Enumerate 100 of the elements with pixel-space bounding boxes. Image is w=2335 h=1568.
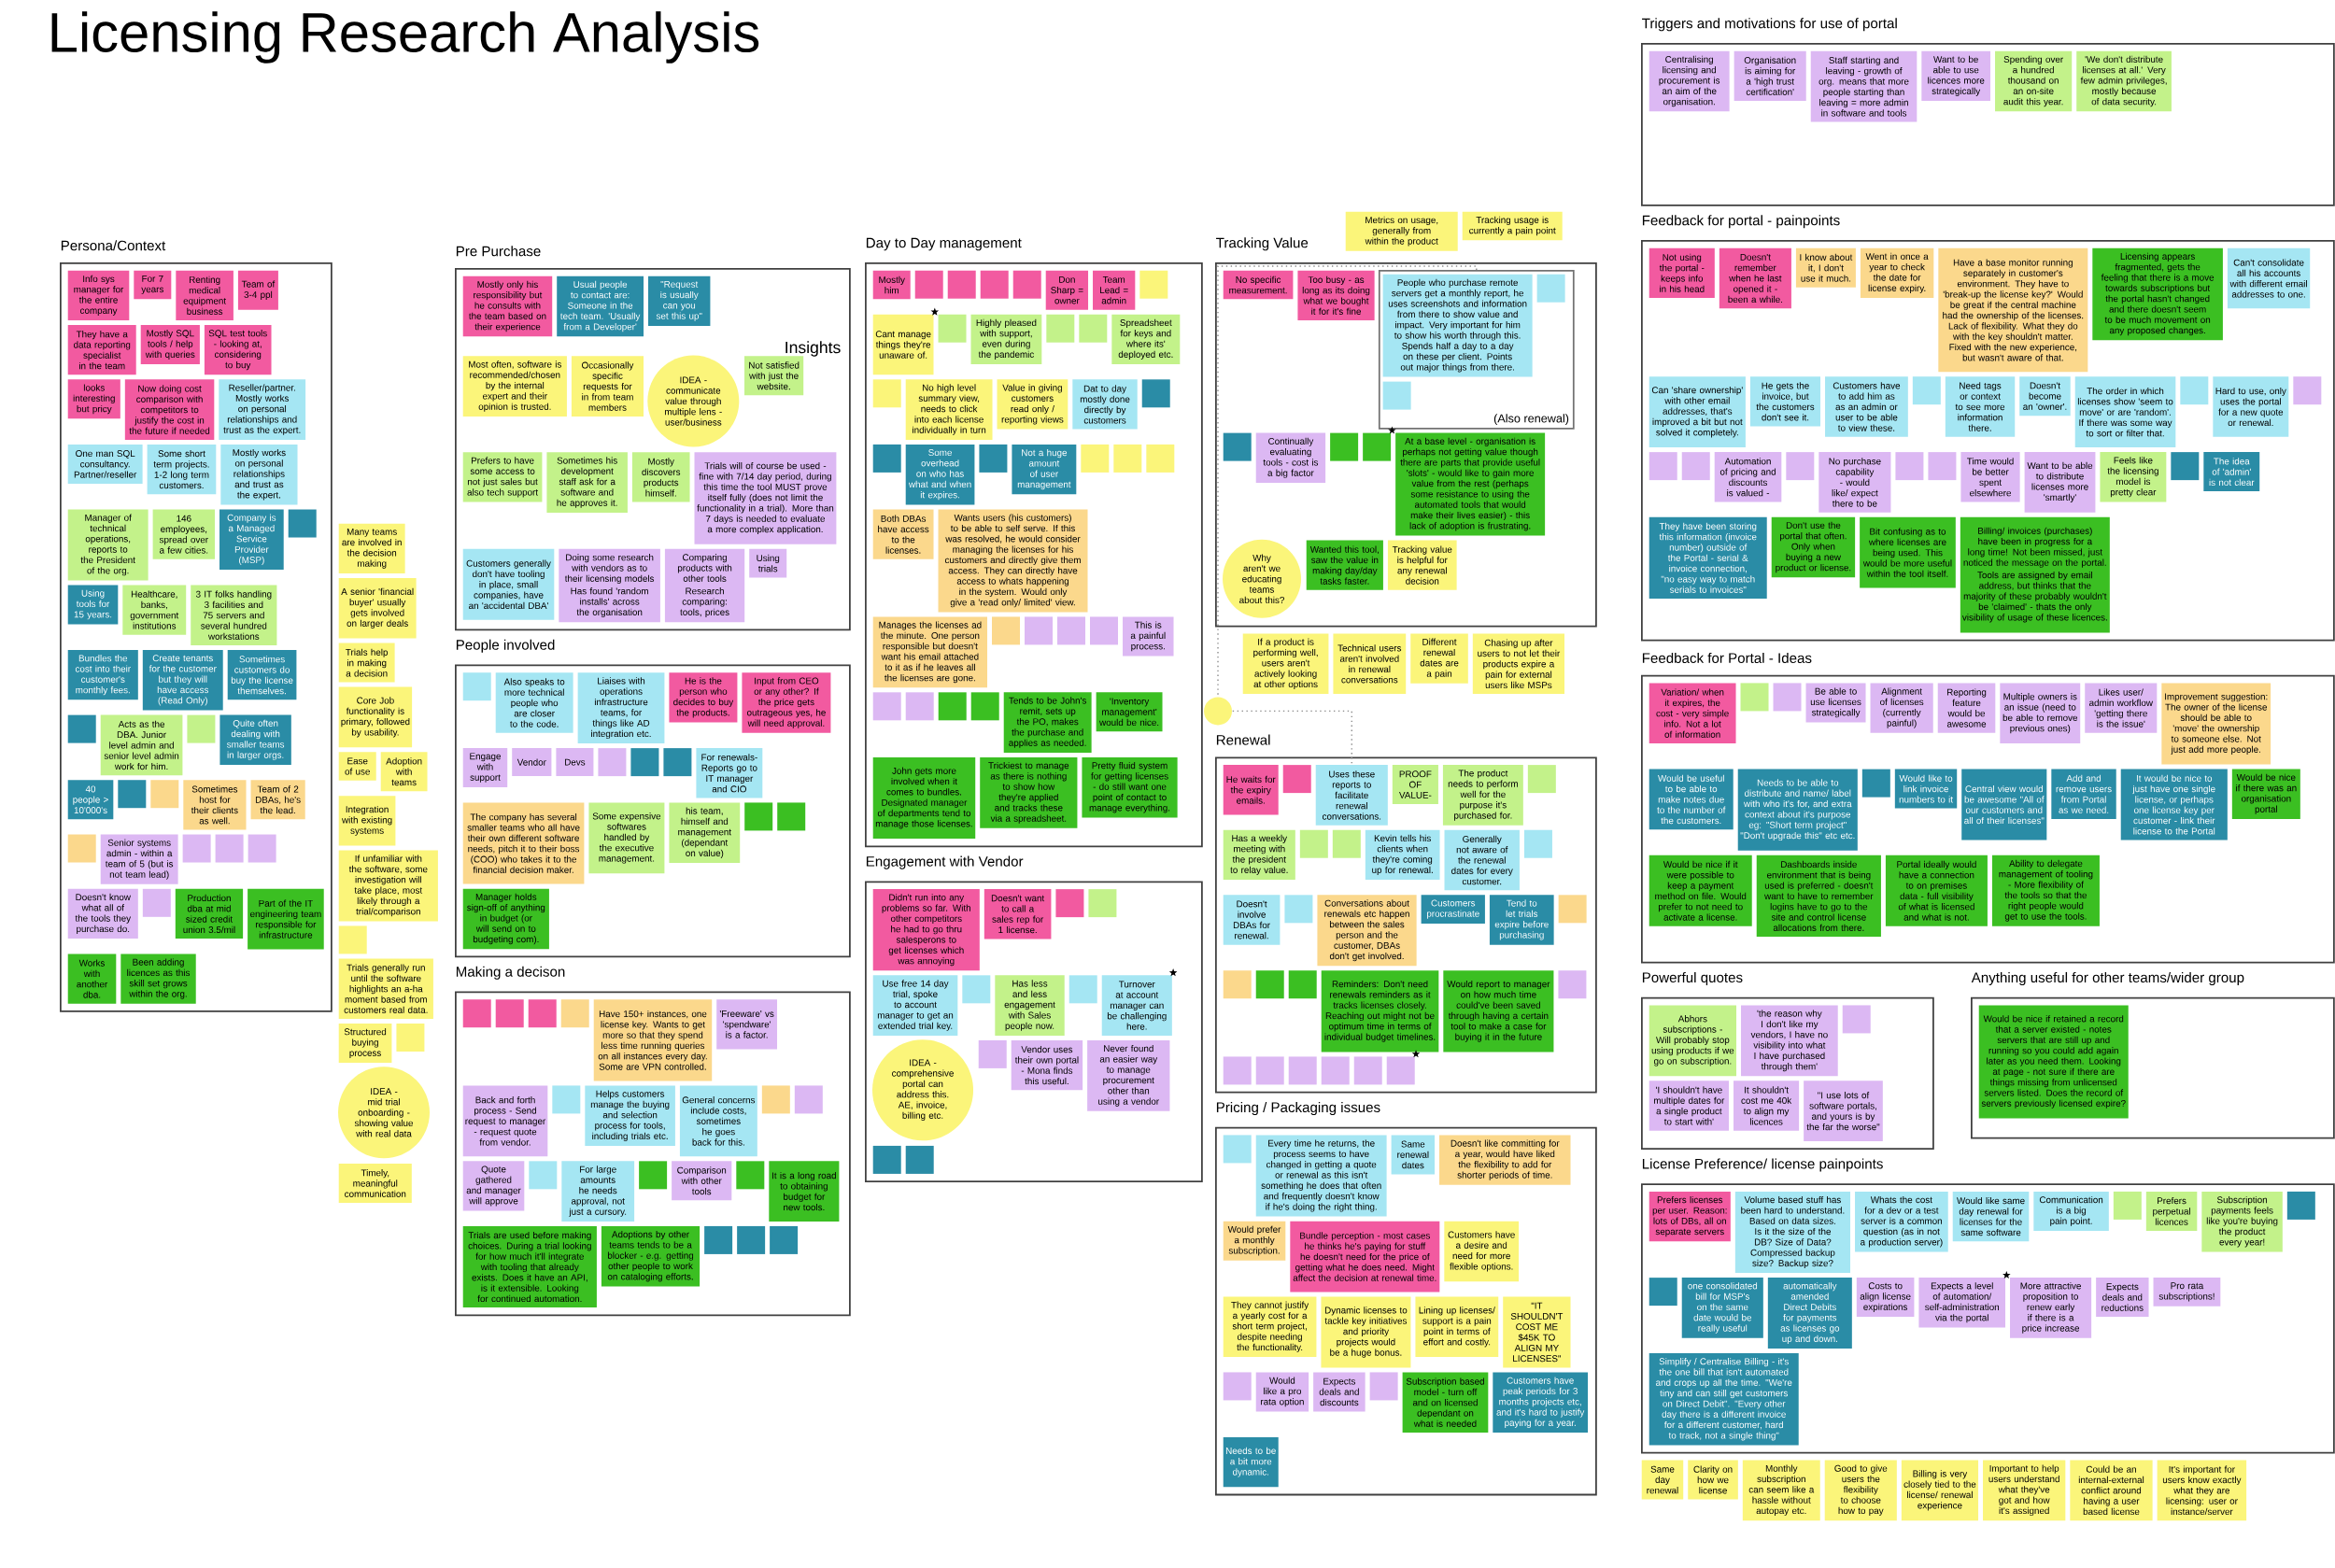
sticky-note: Pretty fluid system for getting licenses - do still want one point of contact to manage everything. xyxy=(1082,756,1178,818)
sticky-note xyxy=(1928,452,1957,481)
sticky-note: Variation/ when it expires, the cost - very simple info. Not a lot of information xyxy=(1649,683,1736,743)
sticky-note: Conversations about renewals etc happen between the sales person and the customer, DBAs don't get involved. xyxy=(1317,895,1417,967)
sticky-note xyxy=(215,834,244,863)
sticky-note xyxy=(1139,270,1168,299)
sticky-note: The product needs to perform well for the purpose it's purchased for. xyxy=(1442,765,1523,826)
sticky-note: Doesn't know what all of the tools they purchase do. xyxy=(67,888,138,939)
sticky-note xyxy=(462,999,491,1028)
sticky-note: He gets the invoice, but the customers don't see it. xyxy=(1749,376,1821,427)
sticky-note: Chasing up after users to not let their products expire a pain for external users like MSPs xyxy=(1472,633,1564,695)
sticky-note: Mostly SQL tools / help with queries xyxy=(140,325,200,364)
sticky-note: Centralising licensing and procurement is an aim of the organisation. xyxy=(1649,50,1730,112)
sticky-note xyxy=(2293,376,2322,405)
section-heading: Insights xyxy=(785,341,841,357)
sticky-note: his team, himself and management (dependant on value) xyxy=(669,802,741,863)
sticky-note: Dashboards inside environment that is being used is preferred - doesn't want to have to remember logins have to go to the site and control license allocations from there. xyxy=(1756,855,1881,937)
sticky-note: Vendor xyxy=(512,748,552,777)
sticky-note: Highly pleased with support, even during the pandemic xyxy=(970,314,1042,364)
sticky-note: Customers have to add him as as an admin or user to be able to view these. xyxy=(1825,376,1908,437)
sticky-note: Not using the portal - keeps info in his head xyxy=(1649,247,1715,298)
sticky-note: Trials are used before making choices. During a trial looking for how much it'll integrate with tooling that already exists. Does it have an API, is it extensible. Looking for continued automation. xyxy=(462,1225,597,1308)
sticky-note: Would be useful to be able to make notes due to the number of the customers. xyxy=(1649,769,1734,830)
sticky-note: Central view would be awesome "All of our customers and all of their licenses" xyxy=(1961,769,2047,841)
sticky-note: Mostly only his responsibility but he consults with the team based on their experience xyxy=(462,275,553,337)
sticky-note xyxy=(67,834,96,863)
sticky-note xyxy=(1223,432,1252,461)
sticky-note xyxy=(1527,765,1556,794)
sticky-note xyxy=(639,1161,668,1190)
sticky-note: Would be nice if retained a record that a server existed - notes servers that are still up and running so you could add again later as you need them. Looking at page - not sure if there are things missing from unlicensed servers listed. Does the record of servers previously licensed expire? xyxy=(1978,1005,2129,1119)
sticky-note: Manager of technical operations, reports to the President of the org. xyxy=(67,509,149,581)
sticky-note: Don Sharp = owner xyxy=(1045,270,1088,310)
sticky-note xyxy=(1146,444,1175,473)
sticky-note: Multiple owners is an issue (need to be able to remove previous ones) xyxy=(2000,683,2081,743)
sticky-note: Monthly subscription can seem like a hassle without autopay etc. xyxy=(1742,1460,1820,1521)
sticky-note: 146 employees, spread over a few cities. xyxy=(152,509,215,559)
sticky-note: Not satisfied with just the website. xyxy=(744,356,804,396)
sticky-note xyxy=(118,780,147,809)
node-label: Pricing / Packaging issues xyxy=(1216,1101,1380,1116)
sticky-note xyxy=(1681,452,1710,481)
sticky-note: Communication is a big pain point. xyxy=(2033,1191,2109,1231)
sticky-note: The company has several smaller teams who all have their own different software needs, pitch it to their boss (COO) who takes it to the financial decision maker. xyxy=(462,802,585,884)
sticky-note: Manager holds sign-off of anything in budget (or will send on to budgeting com). xyxy=(462,888,549,950)
sticky-note: Have 150+ instances, one license key. Wants to get more so that they spend less time running queries on all instances every day. Some are VPN controlled. xyxy=(593,999,713,1081)
sticky-note xyxy=(872,379,901,408)
sticky-note xyxy=(905,1145,934,1174)
sticky-note: Would like a pro rata option xyxy=(1255,1372,1309,1412)
sticky-note: Senior systems admin - within a team of 5 (but is not team lead) xyxy=(100,834,178,884)
sticky-note xyxy=(182,834,211,863)
sticky-note: Mostly discovers products himself. xyxy=(631,452,690,502)
sticky-note xyxy=(992,616,1020,645)
sticky-note xyxy=(1842,1005,1871,1034)
sticky-note: Same day renewal xyxy=(1641,1460,1684,1500)
sticky-note: Every time he returns, the process seems to have changed in getting a quote or renewal as this isn't something he does that often and frequently doesn't know if he's doing the right thing. xyxy=(1255,1135,1387,1217)
sticky-note xyxy=(970,692,999,721)
sticky-note xyxy=(1113,444,1142,473)
sticky-note: Engage with support xyxy=(462,748,508,788)
sticky-note: Add and remove users from Portal as we need. xyxy=(2051,769,2116,819)
sticky-note: Bundles the cost into their customer's monthly fees. xyxy=(67,650,138,700)
sticky-note xyxy=(962,975,991,1004)
sticky-note: Structured buying process xyxy=(338,1024,392,1063)
sticky-note: Not a huge amount of user management xyxy=(1012,444,1077,495)
sticky-note: 'the reason why I don't like my vendors, I have no visibility into what I have purchased through them' xyxy=(1741,1005,1838,1077)
sticky-note: Tends to be John's remit, sets up the PO, makes the purchase and applies as needed. xyxy=(1003,692,1092,753)
node-label: Making a decison xyxy=(456,966,565,980)
sticky-note: Now doing cost comparison with competitors to justify the cost in the future if needed xyxy=(124,379,215,440)
sticky-note: Staff starting and leaving - growth of org. means that more people starting than leaving = more admin in software and tools xyxy=(1810,50,1918,122)
sticky-note: PROOF OF VALUE- xyxy=(1392,765,1438,805)
sticky-note xyxy=(630,748,659,777)
sticky-note: Mostly works on personal relationships and trust as the expert. xyxy=(220,444,298,505)
sticky-note: Abhors subscriptions - Will probably stop using products if we go on subscription. xyxy=(1649,1005,1737,1077)
sticky-note xyxy=(744,802,773,831)
sticky-note: Renting medical equipment business xyxy=(176,270,234,320)
sticky-note: Trials generally run until the software highlights an a-ha moment based from customers real data. xyxy=(338,958,433,1019)
node-label: Triggers and motivations for use of portal xyxy=(1642,18,1897,32)
sticky-note: Adoptions by other teams tends to be a blocker - e.g. getting other people to work on cataloging efforts. xyxy=(601,1225,700,1287)
sticky-note: 40 people > 10'000's xyxy=(67,780,114,820)
sticky-note: Reseller/partner. Mostly works on personal relationships and trust as the expert. xyxy=(219,379,306,440)
sticky-note: Can't consolidate all his accounts with different email addresses to one. xyxy=(2227,247,2311,309)
sticky-note: Info sys manager for the entire company xyxy=(67,270,130,320)
sticky-note xyxy=(979,444,1008,473)
sticky-note: Ability to delegate management of tooling - More flexibility of the tools so that the right people would get to use the tools. xyxy=(1991,855,2100,926)
sticky-note: Time would be better spent elsewhere xyxy=(1960,452,2020,502)
sticky-note: Customers have a desire and need for more flexible options. xyxy=(1444,1221,1520,1282)
sticky-note: Reporting feature would be awesome xyxy=(1937,683,1996,733)
node-label: Powerful quotes xyxy=(1642,971,1743,986)
sticky-note xyxy=(1353,1056,1382,1085)
sticky-note: Customers have peak periods for 3 months projects etc, and it's hard to justify paying for a year. xyxy=(1493,1372,1589,1433)
sticky-note: For renewals- Reports go to IT manager and CIO xyxy=(696,748,763,798)
sticky-note xyxy=(1558,970,1587,999)
sticky-note xyxy=(598,748,627,777)
sticky-note: More attractive proposition to renew early if there is a price increase xyxy=(2010,1278,2092,1338)
sticky-note: looks interesting but pricy xyxy=(67,379,120,419)
sticky-note: It shouldn't cost me 40k to align my licences xyxy=(1734,1081,1800,1131)
sticky-note: Spreadsheet for keys and where its' deployed etc. xyxy=(1111,314,1181,364)
sticky-note xyxy=(736,1161,765,1190)
node-label: Renewal xyxy=(1216,734,1270,745)
sticky-note xyxy=(1332,829,1361,858)
sticky-note: Doesn't become an 'owner'. xyxy=(2019,376,2071,417)
sticky-note xyxy=(529,1161,558,1190)
